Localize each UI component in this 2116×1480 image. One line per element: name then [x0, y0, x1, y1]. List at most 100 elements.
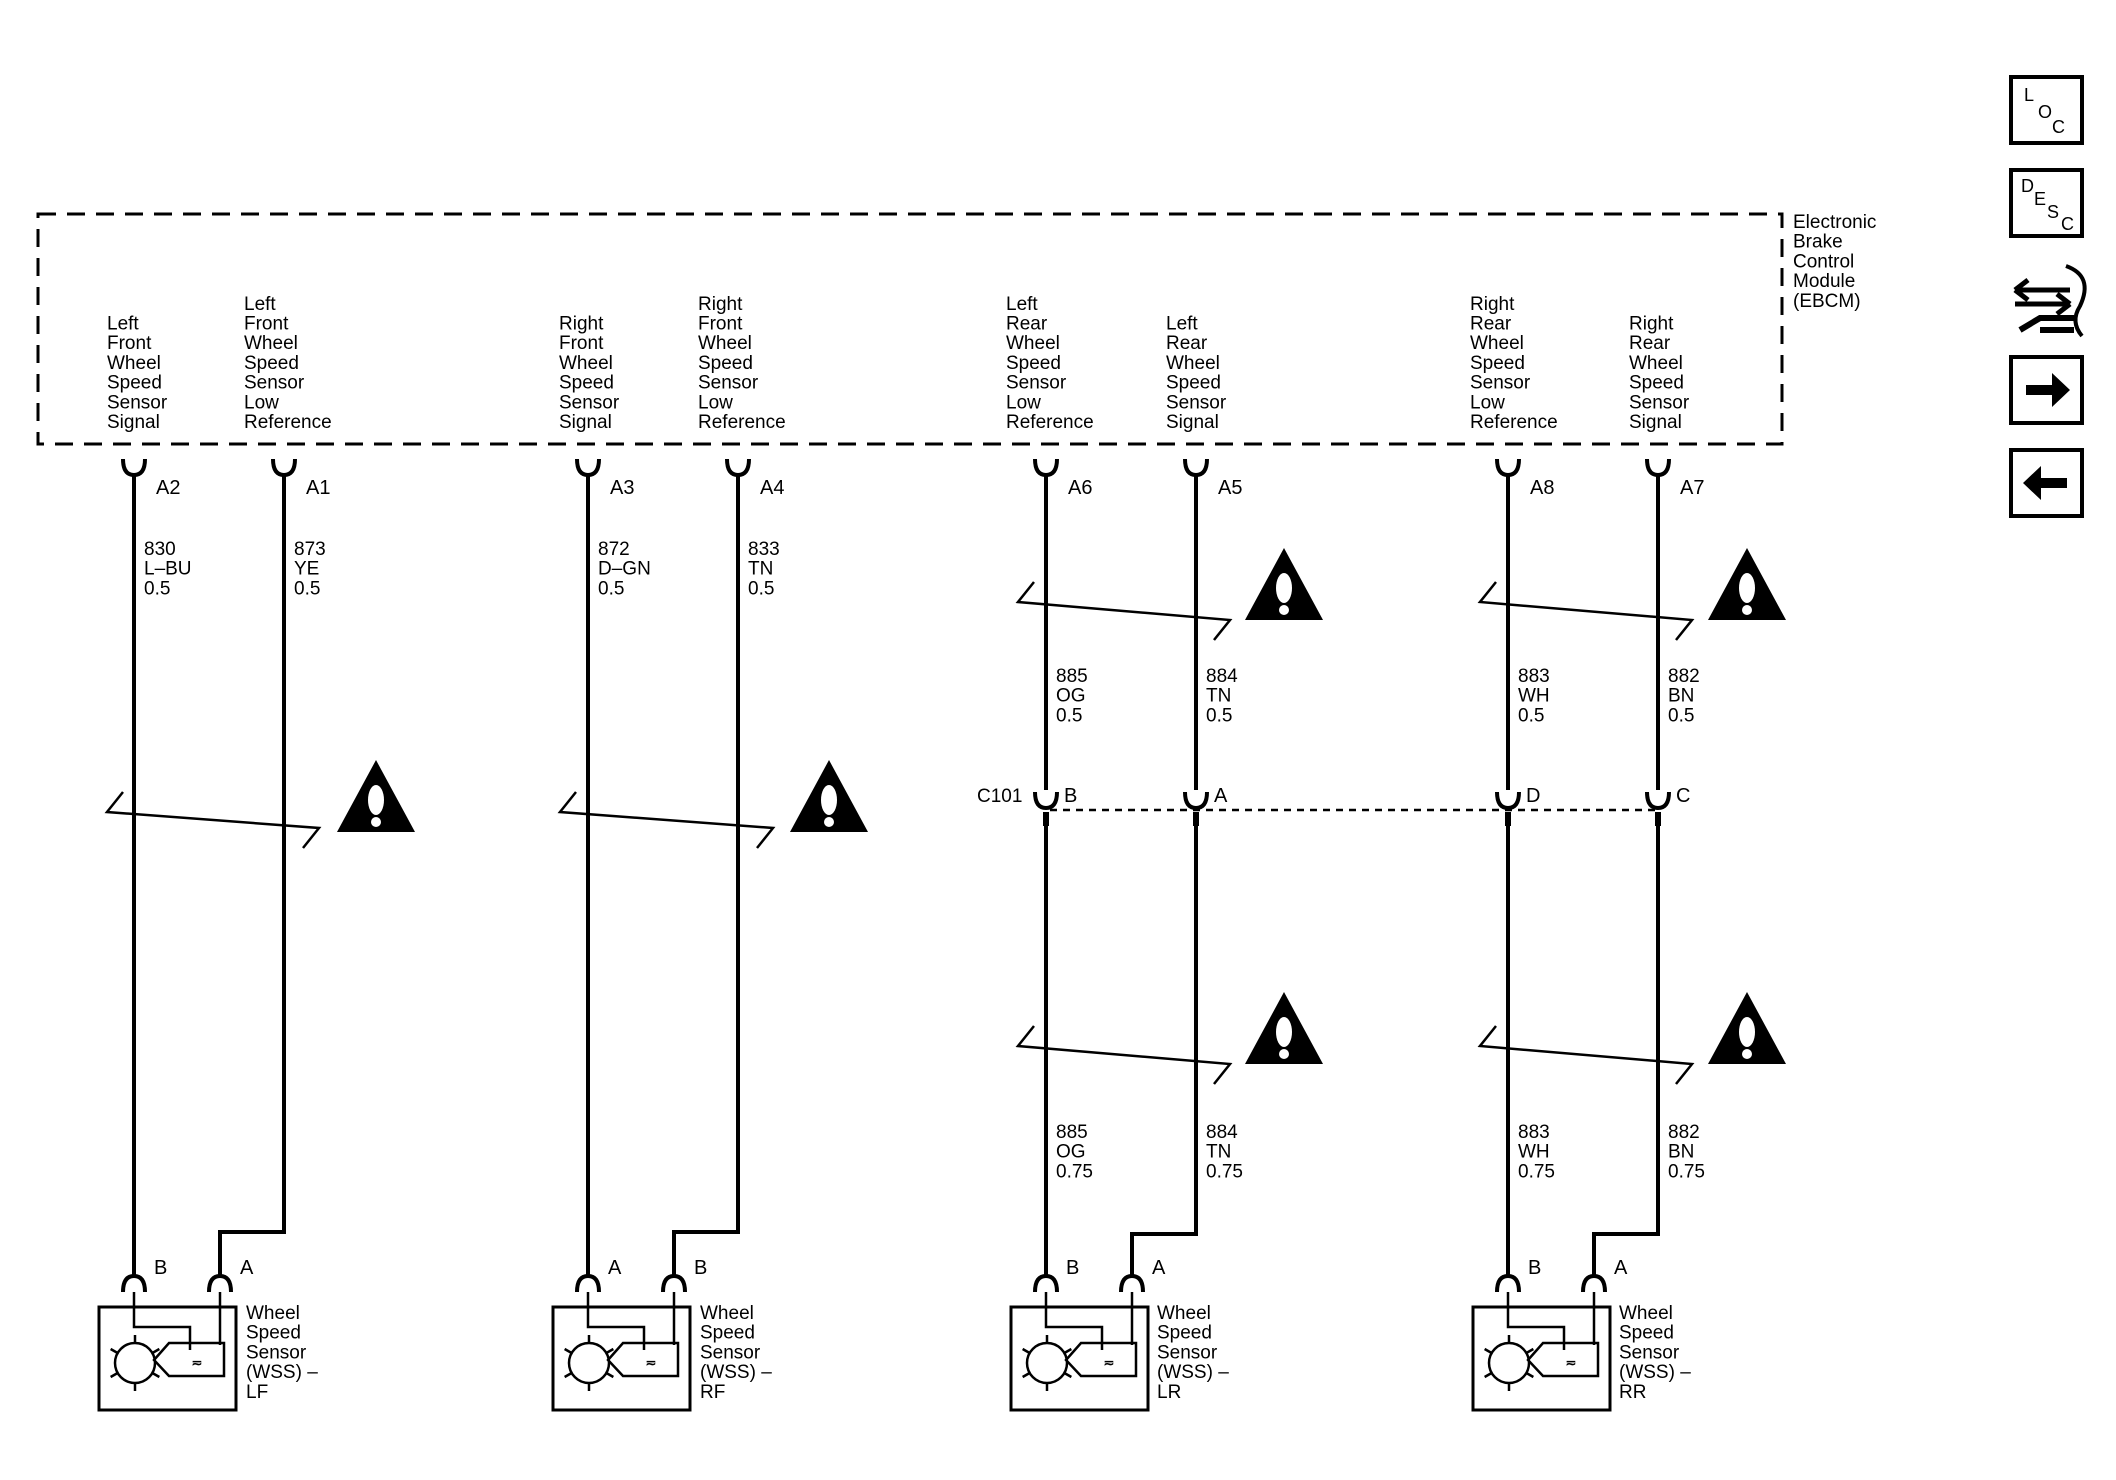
ebcm-label-line: Electronic: [1793, 212, 1876, 233]
tone-wheel-tooth: [605, 1371, 614, 1379]
tone-wheel-tooth: [1063, 1347, 1072, 1355]
sensor-terminal: [575, 1273, 601, 1293]
ebcm-pin-desc-line: Wheel: [1006, 333, 1060, 354]
nav-glyph: C: [2061, 214, 2074, 234]
sensor-pin-id: A: [1614, 1257, 1628, 1279]
sensor-pickup: [152, 1341, 226, 1378]
tone-wheel-tooth: [1525, 1371, 1534, 1379]
wire-spec: TN: [748, 559, 773, 580]
ebcm-pin-id: A1: [306, 477, 330, 499]
wire-spec: D–GN: [598, 559, 651, 580]
c101-pin-id: D: [1526, 785, 1540, 807]
sensor-label-line: Sensor: [700, 1342, 761, 1363]
sensor-label-line: Speed: [700, 1323, 755, 1344]
wire-spec: TN: [1206, 1142, 1231, 1163]
sensor-pin-id: B: [154, 1257, 167, 1279]
nav-button-frame: [2009, 168, 2084, 238]
ebcm-pin-desc-line: Speed: [1470, 353, 1525, 374]
ebcm-pin-desc-line: Speed: [1629, 373, 1684, 394]
connector-tool-button[interactable]: [2013, 264, 2087, 338]
c101-terminal: [1183, 791, 1209, 811]
ebcm-terminal-A8: [1495, 458, 1521, 478]
loc-button[interactable]: LOC: [2009, 75, 2084, 145]
sensor-pickup: [1526, 1341, 1600, 1378]
c101-male-pin: [1505, 812, 1511, 826]
c101-label: C101: [977, 786, 1022, 807]
sensor-lead: [1506, 1292, 1566, 1350]
twisted-pair-icon: [1015, 1025, 1233, 1085]
nav-glyph: S: [2047, 202, 2059, 222]
wire-spec: TN: [1206, 686, 1231, 707]
sensor-terminal: [1581, 1273, 1607, 1293]
tone-wheel-tooth: [110, 1371, 119, 1379]
arrow-right-icon: [2026, 373, 2070, 407]
wire-spec: 884: [1206, 666, 1238, 687]
ebcm-pin-desc-line: Low: [244, 392, 279, 413]
ebcm-pin-desc-line: Reference: [1006, 412, 1094, 433]
wire-spec: 872: [598, 539, 630, 560]
wire-spec: 0.75: [1668, 1161, 1705, 1182]
ebcm-pin-id: A8: [1530, 477, 1554, 499]
ebcm-pin-desc-line: Low: [1006, 392, 1041, 413]
sensor-housing: [1471, 1305, 1612, 1412]
nav-button-frame: [2009, 75, 2084, 145]
ebcm-pin-desc-line: Speed: [244, 353, 299, 374]
sensor-label-line: (WSS) –: [1619, 1362, 1691, 1383]
sensor-pin-id: A: [608, 1257, 622, 1279]
nav-glyph: C: [2052, 117, 2065, 137]
ebcm-pin-id: A4: [760, 477, 784, 499]
wire-spec: 885: [1056, 666, 1088, 687]
sensor-label-line: RF: [700, 1382, 725, 1403]
sensor-pickup-symbol: ≂: [646, 1355, 657, 1370]
sensor-label-line: Wheel: [246, 1303, 300, 1324]
ebcm-pin-desc-line: Signal: [559, 412, 612, 433]
back-button[interactable]: [2009, 448, 2084, 518]
ebcm-pin-desc-line: Speed: [559, 373, 614, 394]
ebcm-pin-desc-line: Front: [107, 333, 152, 354]
sensor-lead: [132, 1292, 192, 1350]
caution-icon: [1708, 548, 1786, 620]
wire-spec: 0.75: [1206, 1161, 1243, 1182]
wire-spec: YE: [294, 559, 319, 580]
wire-spec: 0.5: [144, 578, 170, 599]
ebcm-pin-desc-line: Left: [244, 294, 276, 315]
circuit-wire: [1592, 826, 1660, 1276]
tone-wheel-tooth: [1063, 1371, 1072, 1379]
sensor-label-line: (WSS) –: [246, 1362, 318, 1383]
c101-terminal: [1033, 791, 1059, 811]
ebcm-pin-desc-line: Sensor: [1470, 373, 1531, 394]
tone-wheel-tooth: [564, 1371, 573, 1379]
ebcm-pin-desc-line: Right: [559, 314, 604, 335]
ebcm-pin-id: A3: [610, 477, 634, 499]
sensor-label-line: Wheel: [1619, 1303, 1673, 1324]
wire-spec: 883: [1518, 666, 1550, 687]
wire-spec: BN: [1668, 686, 1694, 707]
ebcm-pin-desc-line: Rear: [1629, 333, 1671, 354]
ebcm-pin-desc-line: Wheel: [244, 333, 298, 354]
caution-icon: [337, 760, 415, 832]
sensor-terminal: [1119, 1273, 1145, 1293]
sensor-pickup-symbol: ≂: [1566, 1355, 1577, 1370]
sensor-pin-id: A: [240, 1257, 254, 1279]
wire-spec: 833: [748, 539, 780, 560]
c101-male-pin: [1043, 812, 1049, 826]
c101-pin-id: A: [1214, 785, 1228, 807]
ebcm-label-line: Module: [1793, 271, 1855, 292]
arrow-left-icon: [2023, 466, 2067, 500]
wire-spec: BN: [1668, 1142, 1694, 1163]
wire-spec: 883: [1518, 1122, 1550, 1143]
tone-wheel-tooth: [1022, 1371, 1031, 1379]
tone-wheel-tooth: [1022, 1347, 1031, 1355]
wire-spec: 885: [1056, 1122, 1088, 1143]
ebcm-pin-desc-line: Signal: [107, 412, 160, 433]
ebcm-pin-desc-line: Speed: [698, 353, 753, 374]
next-button[interactable]: [2009, 355, 2084, 425]
sensor-lead: [586, 1292, 646, 1350]
c101-terminal: [1645, 791, 1671, 811]
wire-spec: 0.5: [1206, 705, 1232, 726]
